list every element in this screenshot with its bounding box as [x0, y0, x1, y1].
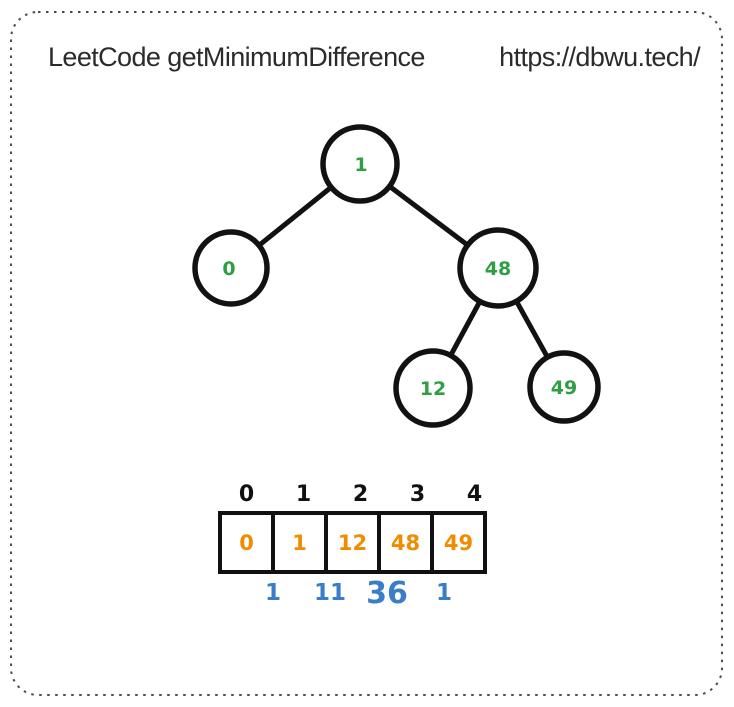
array-cell: 0	[218, 511, 275, 574]
array-cell: 48	[377, 511, 434, 574]
array-cells-row: 0 1 12 48 49	[218, 511, 508, 574]
page-title: LeetCode getMinimumDifference	[48, 42, 425, 72]
array-index: 0	[238, 482, 255, 507]
difference-label: 1	[435, 580, 453, 606]
array-visualization: 0 1 2 3 4 0 1 12 48 49 1 11 36 1	[218, 482, 508, 616]
dashed-frame	[10, 11, 723, 696]
difference-label: 11	[313, 580, 347, 606]
tree-node-label: 12	[420, 378, 446, 400]
source-url: https://dbwu.tech/	[499, 42, 700, 72]
array-cell: 12	[324, 511, 381, 574]
tree-node-label: 0	[222, 258, 235, 280]
tree-node-label: 1	[354, 154, 367, 176]
tree-node-circle	[527, 350, 601, 424]
array-index: 4	[466, 482, 483, 507]
header: LeetCode getMinimumDifference https://db…	[48, 42, 701, 73]
array-index-row: 0 1 2 3 4	[218, 482, 508, 507]
tree-node-circle	[320, 124, 400, 204]
tree-node-circle	[192, 229, 270, 307]
array-index: 3	[409, 482, 426, 507]
array-cell: 1	[271, 511, 328, 574]
tree-node-label: 48	[485, 258, 511, 280]
tree-node-circle	[393, 348, 473, 428]
array-cell: 49	[430, 511, 487, 574]
tree-node-circle	[457, 227, 539, 309]
array-diff-row: 1 11 36 1	[218, 576, 508, 616]
difference-label: 1	[264, 580, 282, 606]
array-index: 2	[352, 482, 369, 507]
array-index: 1	[295, 482, 312, 507]
difference-label: 36	[366, 576, 408, 611]
tree-node-label: 49	[551, 377, 577, 399]
